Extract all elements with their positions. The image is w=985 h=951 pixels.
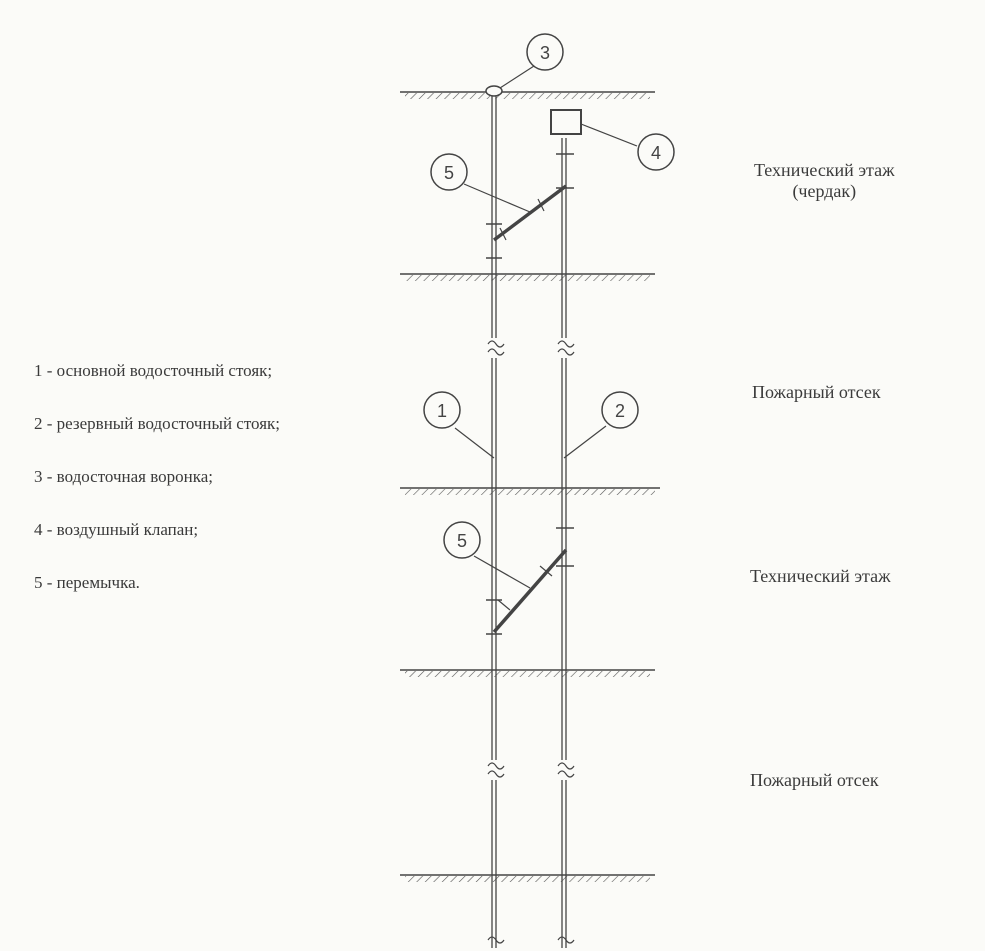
zone-technical-floor: Технический этаж [750, 566, 891, 586]
svg-text:3: 3 [540, 43, 550, 63]
reserve-riser [557, 138, 575, 948]
svg-text:2: 2 [615, 401, 625, 421]
zone-attic-label: Технический этаж (чердак) [754, 160, 895, 202]
legend: 1 - основной водосточный стояк; 2 - резе… [34, 358, 280, 623]
bypass-upper [486, 153, 574, 259]
callout-5-lower: 5 [443, 521, 481, 559]
zone-fire-compartment-1: Пожарный отсек [752, 382, 881, 402]
roof-drain-funnel [485, 85, 503, 97]
floor-slab-bottom [400, 874, 655, 882]
floor-slab-roof [400, 91, 655, 99]
callout-leaders [454, 65, 638, 589]
legend-item-3: 3 - водосточная воронка; [34, 467, 214, 486]
callout-5-upper: 5 [430, 153, 468, 191]
floor-slab-tech-top [400, 487, 660, 495]
bypass-lower [486, 527, 574, 635]
legend-item-4: 4 - воздушный клапан; [34, 520, 199, 539]
callout-2: 2 [601, 391, 639, 429]
floor-slab-attic [400, 273, 655, 281]
legend-item-2: 2 - резервный водосточный стояк; [34, 414, 281, 433]
main-riser [487, 96, 505, 948]
floor-slab-tech-bottom [400, 669, 655, 677]
zone-fire-compartment-2: Пожарный отсек [750, 770, 879, 790]
svg-text:4: 4 [651, 143, 661, 163]
callout-4: 4 [637, 133, 675, 171]
callout-3: 3 [526, 33, 564, 71]
zone-attic-line1: Технический этаж [754, 160, 895, 180]
legend-item-1: 1 - основной водосточный стояк; [34, 361, 273, 380]
svg-text:5: 5 [444, 163, 454, 183]
svg-text:1: 1 [437, 401, 447, 421]
legend-item-5: 5 - перемычка. [34, 573, 140, 592]
callout-1: 1 [423, 391, 461, 429]
air-valve [550, 109, 582, 135]
svg-text:5: 5 [457, 531, 467, 551]
zone-attic-line2: (чердак) [792, 181, 857, 201]
